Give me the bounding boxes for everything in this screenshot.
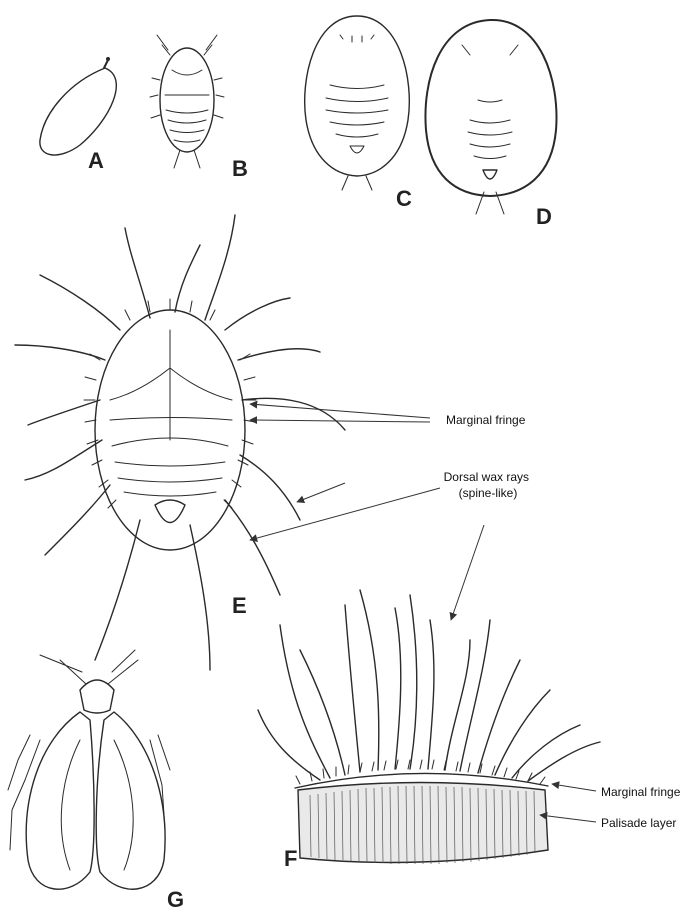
panel-label-b: B [232,156,248,181]
crawler-drawing [150,35,224,168]
palisade-layer-label: Palisade layer [601,816,676,830]
wax-test-drawing [258,590,600,864]
panel-label-a: A [88,148,104,173]
panel-label-c: C [396,186,412,211]
dorsal-wax-rays-pointers [250,483,484,620]
panel-label-g: G [167,887,184,912]
nymph-instar-drawing [305,16,410,190]
marginal-fringe-pointer-e [250,404,430,422]
egg-drawing [40,57,116,155]
panel-label-f: F [284,846,297,871]
adult-female-drawing [425,20,556,214]
panel-label-e: E [232,593,247,618]
dorsal-wax-rays-label: Dorsal wax rays (spine-like) [444,470,533,500]
marginal-fringe-label-e: Marginal fringe [446,413,526,427]
marginal-fringe-pointer-f [552,784,596,791]
waxy-nymph-drawing [15,215,345,670]
marginal-fringe-label-f: Marginal fringe [601,785,681,799]
palisade-layer-pointer [540,815,596,822]
winged-male-drawing [8,650,170,889]
panel-label-d: D [536,204,552,229]
